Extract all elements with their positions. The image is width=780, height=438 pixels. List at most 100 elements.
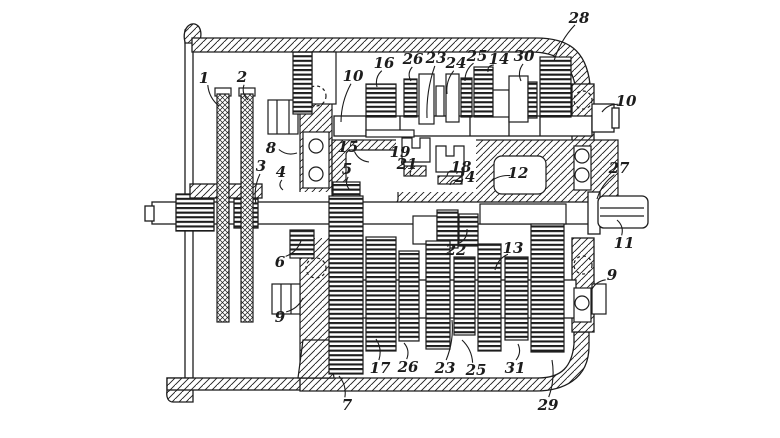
mid-sleeve bbox=[412, 215, 438, 245]
gear-22b bbox=[458, 213, 479, 247]
reference-label: 12 bbox=[508, 164, 529, 182]
reference-label: 10 bbox=[343, 67, 364, 85]
gear-16 bbox=[365, 83, 397, 118]
gear-31 bbox=[504, 256, 529, 341]
reference-label: 13 bbox=[503, 239, 524, 257]
gear-26-upper bbox=[403, 78, 418, 118]
reference-label: 8 bbox=[266, 139, 277, 157]
spacer bbox=[492, 89, 510, 118]
case-bottom-wall bbox=[299, 331, 590, 392]
gear-25-upper bbox=[460, 77, 473, 118]
reference-label: 29 bbox=[537, 396, 559, 414]
reference-label: 17 bbox=[370, 359, 391, 377]
reference-label: 30 bbox=[514, 47, 535, 65]
reference-label: 21 bbox=[396, 155, 418, 173]
leader-line bbox=[616, 219, 623, 236]
leader-line bbox=[553, 24, 576, 62]
reference-label: 26 bbox=[397, 358, 419, 376]
reference-label: 6 bbox=[275, 253, 286, 271]
gear-17 bbox=[365, 236, 397, 352]
splined-collar-left bbox=[175, 193, 215, 232]
front-wall-cap-bolt bbox=[271, 283, 301, 315]
leader-line bbox=[279, 179, 284, 191]
reference-label: 31 bbox=[505, 359, 526, 377]
ball-bearing bbox=[308, 166, 324, 182]
leader-line bbox=[494, 253, 509, 271]
leader-line bbox=[459, 228, 468, 244]
reference-label: 16 bbox=[374, 54, 395, 72]
gear-26-lower bbox=[398, 250, 420, 342]
detent-block bbox=[403, 165, 427, 177]
front-wall-foot bbox=[297, 339, 335, 379]
reference-label: 2 bbox=[236, 68, 247, 86]
reference-label: 9 bbox=[275, 308, 286, 326]
reference-label: 19 bbox=[390, 143, 411, 161]
reference-label: 24 bbox=[454, 168, 476, 186]
countershaft-end-cap bbox=[611, 107, 620, 129]
leader-line bbox=[590, 279, 606, 292]
reference-label: 5 bbox=[342, 160, 352, 178]
leader-line bbox=[426, 65, 436, 119]
shift-levers bbox=[214, 87, 256, 323]
reference-label: 11 bbox=[614, 234, 635, 252]
reference-label: 15 bbox=[338, 138, 359, 156]
reference-label: 24 bbox=[445, 54, 467, 72]
lever-2 bbox=[240, 93, 254, 323]
leader-line bbox=[340, 83, 352, 123]
reference-label: 23 bbox=[434, 359, 456, 377]
gear-28 bbox=[539, 56, 572, 118]
detent-profile-left bbox=[401, 137, 431, 163]
gear-13 bbox=[477, 243, 502, 352]
hub-flange bbox=[365, 129, 415, 138]
sliding-sleeve-23 bbox=[418, 73, 435, 125]
reference-label: 28 bbox=[568, 9, 590, 27]
leader-line bbox=[601, 103, 619, 113]
gear-7 bbox=[328, 195, 364, 375]
leader-line bbox=[446, 70, 455, 95]
leader-line bbox=[409, 170, 415, 177]
web-cavity-right bbox=[493, 155, 547, 195]
leader-line bbox=[408, 66, 413, 82]
side-cap-bolt-9 bbox=[591, 283, 607, 315]
leader-line bbox=[403, 342, 409, 360]
leader-line bbox=[400, 159, 406, 166]
leader-line bbox=[254, 173, 261, 205]
leader-line bbox=[345, 176, 351, 191]
reference-label: 22 bbox=[445, 241, 467, 259]
reference-label: 23 bbox=[425, 49, 447, 67]
leader-line bbox=[207, 85, 220, 107]
gear-ring bbox=[527, 81, 538, 119]
reference-label: 9 bbox=[607, 266, 618, 284]
leader-line bbox=[338, 375, 346, 398]
leader-line bbox=[449, 179, 459, 186]
ball-bearing bbox=[574, 148, 590, 164]
leader-line bbox=[487, 64, 494, 73]
reference-label: 10 bbox=[616, 92, 637, 110]
gear-25-lower bbox=[453, 256, 476, 336]
bolt-hole-dashed bbox=[573, 255, 593, 275]
leader-line bbox=[518, 63, 524, 82]
ball-bearing bbox=[574, 167, 590, 183]
leader-line bbox=[515, 343, 521, 361]
leader-line bbox=[464, 62, 474, 82]
leader-line bbox=[375, 70, 383, 88]
bolt-hole-dashed bbox=[573, 90, 593, 110]
reference-label: 7 bbox=[342, 396, 353, 414]
leader-line bbox=[445, 319, 453, 361]
leader-line bbox=[375, 338, 381, 361]
reference-label: 4 bbox=[276, 163, 286, 181]
leader-line bbox=[285, 240, 302, 257]
leader-line bbox=[354, 151, 370, 163]
reference-label: 26 bbox=[402, 50, 424, 68]
lever-1 bbox=[216, 93, 230, 323]
leader-line bbox=[286, 297, 304, 313]
input-pinion bbox=[292, 51, 313, 115]
reference-label: 25 bbox=[466, 47, 488, 65]
shaft-tip bbox=[144, 205, 155, 222]
leader-line bbox=[461, 339, 474, 363]
upper-gear-cluster bbox=[292, 51, 572, 138]
right-bearing-details bbox=[573, 90, 607, 323]
